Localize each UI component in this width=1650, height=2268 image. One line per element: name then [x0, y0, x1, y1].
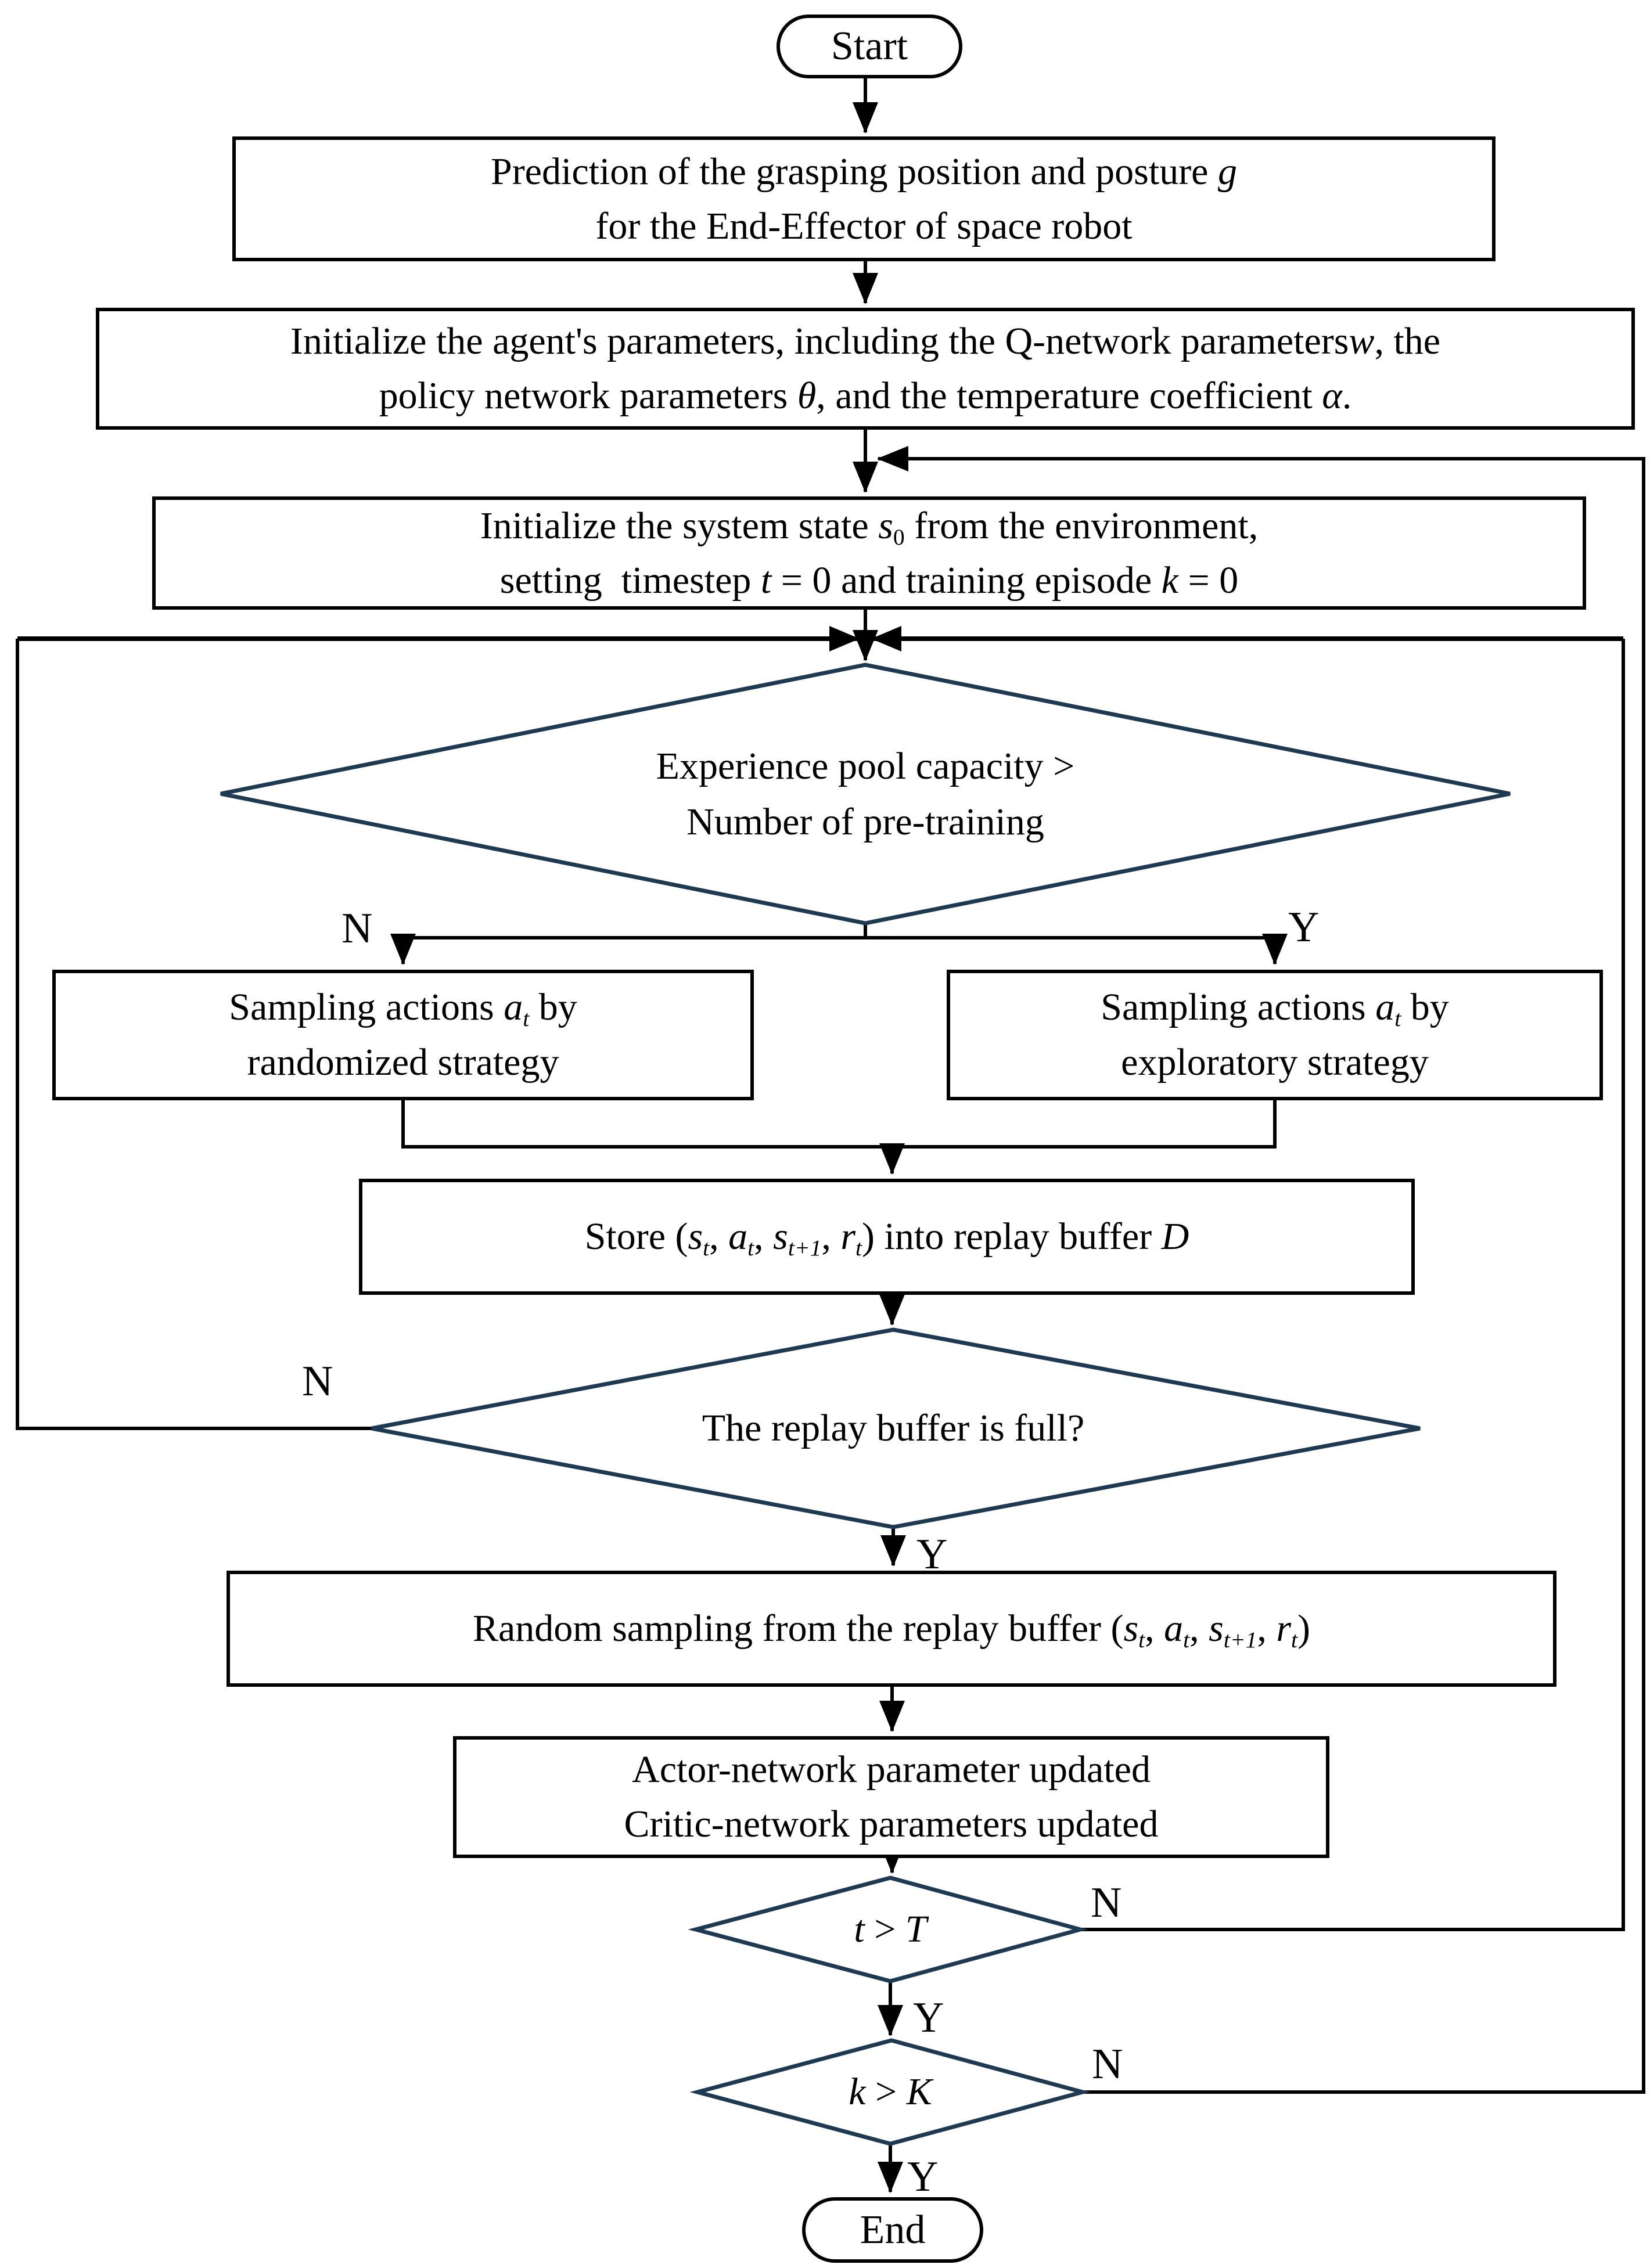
label-k-no: N	[1092, 2040, 1123, 2088]
process-init-agent-params: Initialize the agent's parameters, inclu…	[96, 308, 1635, 430]
edge-strategy-merge	[401, 1100, 1277, 1149]
decision-k-shape	[689, 2038, 1091, 2146]
decision-pool-shape	[220, 663, 1511, 926]
edge-pool-split	[403, 923, 1275, 939]
process-sampling-randomized-line2: randomized strategy	[247, 1041, 559, 1083]
process-init-agent-params-line2: policy network parameters θ, and the tem…	[379, 375, 1352, 417]
label-pool-yes: Y	[1288, 903, 1320, 951]
junction-arrowhead-left-icon	[829, 626, 860, 651]
process-network-update-line2: Critic-network parameters updated	[624, 1803, 1159, 1845]
process-random-sampling-line1: Random sampling from the replay buffer (…	[472, 1607, 1311, 1653]
edge-k-no-loop	[877, 446, 1645, 2094]
process-init-agent-params-line1: Initialize the agent's parameters, inclu…	[290, 320, 1441, 363]
decision-buffer-shape	[371, 1327, 1421, 1529]
process-network-update-line1: Actor-network parameter updated	[632, 1748, 1151, 1791]
end-terminal: End	[802, 2197, 983, 2263]
label-buffer-no: N	[302, 1358, 333, 1405]
decision-pool-line1: Experience pool capacity >	[656, 744, 1075, 787]
label-buffer-yes: Y	[916, 1531, 948, 1578]
decision-pool-label: Experience pool capacity > Number of pre…	[343, 723, 1388, 865]
decision-t-label: t > T	[745, 1892, 1036, 1967]
decision-k-label: k > K	[745, 2054, 1036, 2130]
process-sampling-exploratory-line1: Sampling actions at by	[1101, 986, 1449, 1032]
junction-arrowhead-right-icon	[871, 626, 901, 651]
start-label: Start	[831, 24, 908, 69]
process-random-sampling: Random sampling from the replay buffer (…	[227, 1571, 1556, 1687]
process-sampling-randomized-line1: Sampling actions at by	[229, 986, 577, 1032]
label-pool-no: N	[341, 905, 373, 952]
decision-buffer-line1: The replay buffer is full?	[702, 1407, 1085, 1450]
process-init-system-state: Initialize the system state s0 from the …	[152, 496, 1586, 610]
process-network-update: Actor-network parameter updated Critic-n…	[453, 1736, 1329, 1858]
process-init-system-state-line2: setting timestep t = 0 and training epis…	[499, 559, 1239, 602]
label-k-yes: Y	[907, 2153, 939, 2201]
process-sampling-exploratory-line2: exploratory strategy	[1121, 1041, 1429, 1083]
edge-t-no-loop	[1080, 639, 1625, 1931]
process-sampling-exploratory: Sampling actions at by exploratory strat…	[947, 970, 1603, 1100]
label-t-no: N	[1091, 1879, 1122, 1927]
process-sampling-randomized: Sampling actions at by randomized strate…	[52, 970, 754, 1100]
edge-buffer-no-loop	[16, 639, 372, 1430]
process-predict-grasp-line2: for the End-Effector of space robot	[595, 204, 1133, 247]
decision-pool-line2: Number of pre-training	[686, 800, 1044, 843]
decision-buffer-label: The replay buffer is full?	[458, 1391, 1329, 1466]
end-label: End	[860, 2207, 926, 2252]
process-init-system-state-line1: Initialize the system state s0 from the …	[480, 504, 1259, 550]
process-store-transition: Store (st, at, st+1, rt) into replay buf…	[359, 1179, 1415, 1295]
process-predict-grasp-line1: Prediction of the grasping position and …	[491, 150, 1237, 193]
decision-t-line1: t > T	[854, 1908, 927, 1951]
decision-t-shape	[688, 1875, 1088, 1983]
start-terminal: Start	[777, 15, 962, 78]
label-t-yes: Y	[913, 1994, 944, 2042]
process-store-transition-line1: Store (st, at, st+1, rt) into replay buf…	[584, 1215, 1189, 1261]
process-predict-grasp: Prediction of the grasping position and …	[232, 136, 1496, 261]
decision-k-line1: k > K	[849, 2071, 932, 2114]
